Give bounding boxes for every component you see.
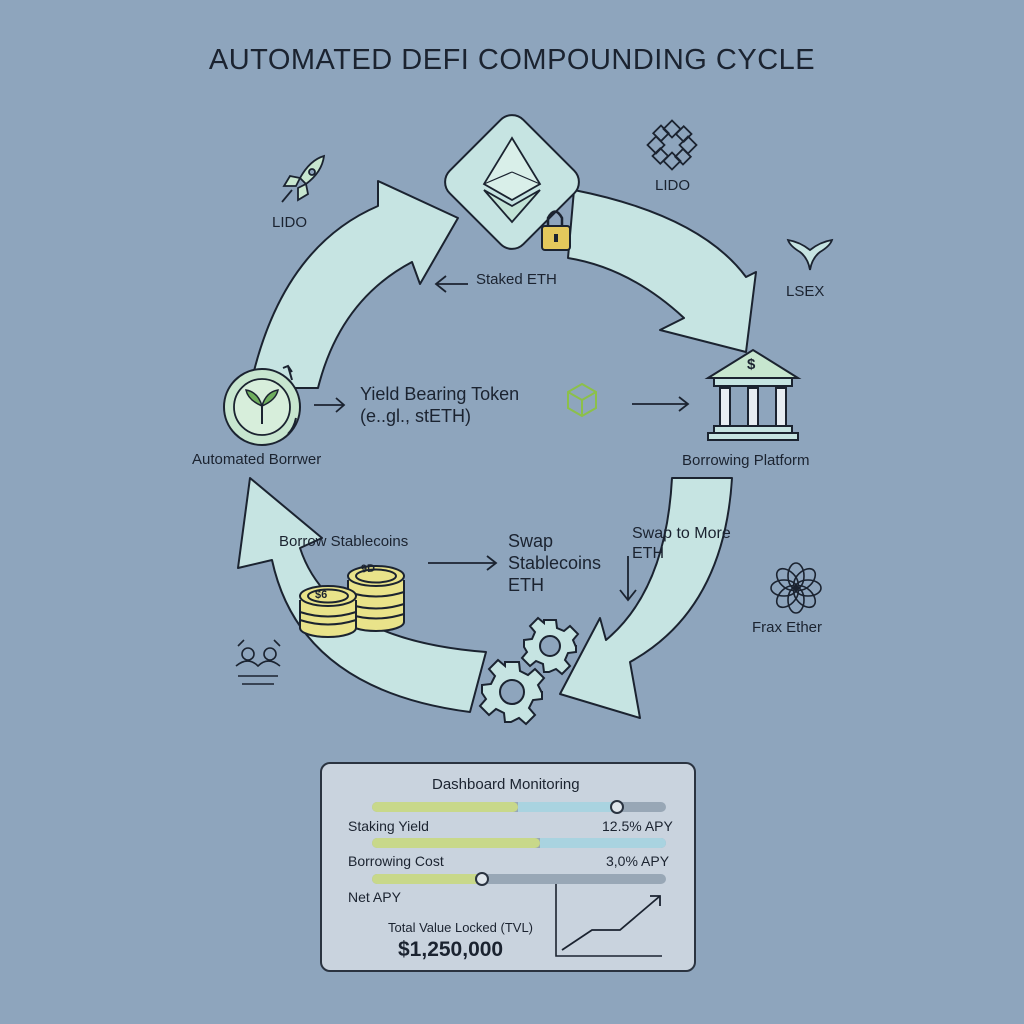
frax-ether-label: Frax Ether <box>752 619 823 636</box>
swap-stablecoins-label: Swap Stablecoins ETH <box>508 531 602 595</box>
coins-icon <box>299 565 405 638</box>
staking-yield-bar <box>372 800 666 814</box>
tvl-label: Total Value Locked (TVL) <box>388 920 533 935</box>
swap-more-eth-label: Swap to More ETH <box>632 525 731 562</box>
lido-label-right: LIDO <box>655 177 691 194</box>
cycle-arrow-bottom-left <box>237 477 487 713</box>
staking-yield-label: Staking Yield <box>348 818 429 834</box>
borrowing-cost-bar <box>372 838 666 848</box>
lsex-label: LSEX <box>786 283 825 300</box>
dashboard-title: Dashboard Monitoring <box>432 776 580 793</box>
coin-back-label: 9D <box>360 562 376 576</box>
net-apy-knob[interactable] <box>474 872 489 886</box>
lido-label-left: LIDO <box>272 214 308 231</box>
staking-yield-fill-secondary <box>518 802 616 812</box>
bank-icon <box>704 348 802 441</box>
gear-icon <box>478 616 580 726</box>
token-to-platform-arrow <box>632 396 690 412</box>
cycle-arrow-right-down <box>567 189 757 353</box>
coin-front-label: $6 <box>315 589 328 601</box>
lock-icon <box>541 210 571 251</box>
borrowing-cost-fill-secondary <box>539 838 666 848</box>
page-title: AUTOMATED DEFI COMPOUNDING CYCLE <box>208 44 816 76</box>
flower-outline-icon <box>770 562 822 614</box>
trend-chart-icon <box>555 884 662 957</box>
swap-down-arrow <box>619 556 637 602</box>
net-apy-bar <box>372 872 666 886</box>
ethereum-icon <box>444 114 580 250</box>
puzzle-icon <box>235 639 281 685</box>
dashboard-panel: Dashboard Monitoring Staking Yield 12.5%… <box>320 762 696 972</box>
borrower-to-token-arrow <box>314 397 346 413</box>
rocket-icon <box>281 154 326 203</box>
sprout-cycle-icon <box>223 364 301 446</box>
whale-tail-icon <box>786 238 834 271</box>
borrowing-platform-label: Borrowing Platform <box>682 452 810 469</box>
staking-yield-knob[interactable] <box>610 800 625 814</box>
staking-yield-value: 12.5% APY <box>602 818 673 834</box>
flower-icon <box>646 119 698 171</box>
cube-icon <box>567 382 597 418</box>
cycle-arrow-left-up <box>249 180 459 389</box>
borrowing-cost-fill <box>372 838 540 848</box>
net-apy-label: Net APY <box>348 889 401 905</box>
automated-borrower-label: Automated Borrwer <box>192 451 322 468</box>
net-apy-fill <box>372 874 481 884</box>
borrowing-cost-label: Borrowing Cost <box>348 853 444 869</box>
yield-token-label: Yield Bearing Token (e..gl., stETH) <box>360 383 519 427</box>
tvl-value: $1,250,000 <box>398 938 504 961</box>
cycle-arrow-bottom-right <box>559 477 733 719</box>
borrowing-cost-value: 3,0% APY <box>606 853 670 869</box>
borrow-stablecoins-label: Borrow Stablecoins <box>279 533 409 550</box>
staked-eth-label: Staked ETH <box>476 271 557 288</box>
staking-yield-fill <box>372 802 519 812</box>
staked-eth-arrow <box>434 275 468 293</box>
bank-dollar-label: $ <box>747 356 756 373</box>
yield-token-line1: Yield Bearing Token <box>360 384 520 404</box>
yield-token-line2: (e..gl., stETH) <box>360 406 472 426</box>
borrow-to-swap-arrow <box>428 555 498 571</box>
